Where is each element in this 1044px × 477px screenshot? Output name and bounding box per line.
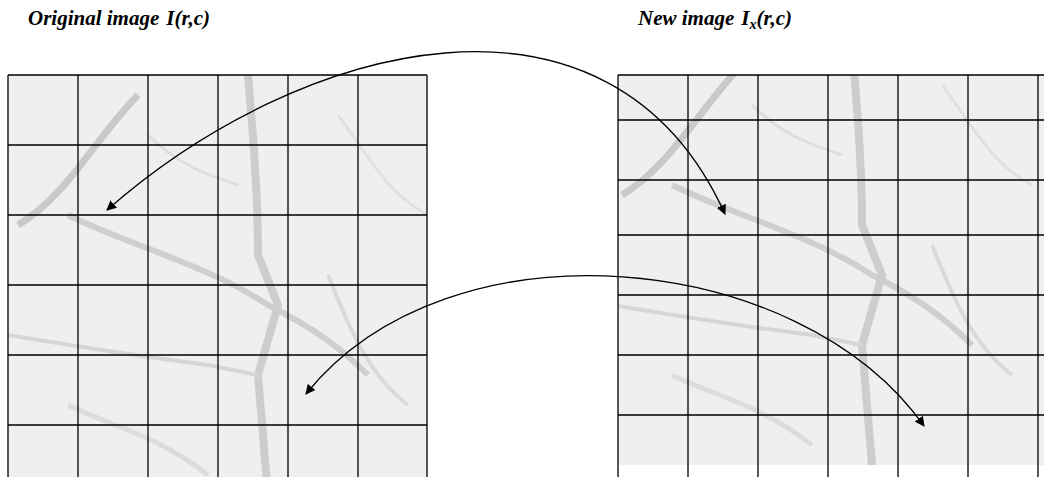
image-symbol: x bbox=[749, 17, 756, 32]
image-symbol: I bbox=[741, 6, 749, 30]
image-caption: New image bbox=[638, 6, 734, 30]
image-symbol: I(r,c) bbox=[166, 6, 210, 30]
image-grid: Original image I(r,c) bbox=[8, 0, 427, 477]
image-symbol: (r,c) bbox=[756, 6, 792, 30]
image-heading: New image Ix(r,c) bbox=[638, 6, 792, 33]
image-caption: Original image bbox=[28, 6, 159, 30]
image-heading: Original image I(r,c) bbox=[28, 6, 210, 31]
image-grid: New image Ix(r,c) bbox=[618, 0, 1044, 477]
